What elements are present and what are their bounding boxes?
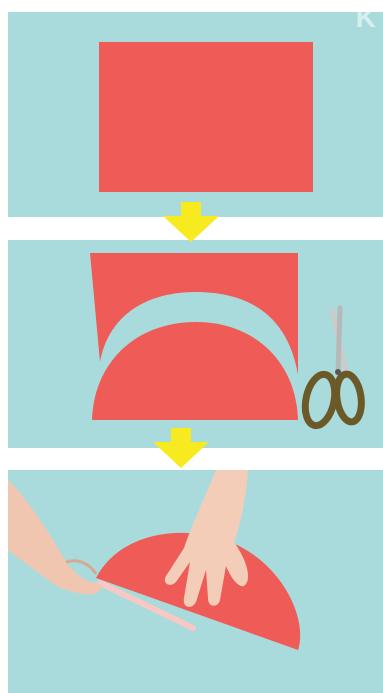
step-3-illustration [8, 470, 383, 693]
left-hand [8, 480, 101, 594]
step-1-illustration [8, 12, 383, 217]
semicircle-paper [92, 322, 298, 420]
step-1-panel [8, 12, 383, 217]
watermark-text: K [356, 2, 377, 34]
step-3-panel [8, 470, 383, 693]
down-arrow-icon [163, 202, 219, 242]
down-arrow-icon [153, 428, 209, 468]
rectangle-paper [99, 42, 313, 192]
scissors-icon [301, 308, 364, 428]
step-2-panel [8, 240, 383, 448]
step-2-illustration [8, 240, 383, 448]
